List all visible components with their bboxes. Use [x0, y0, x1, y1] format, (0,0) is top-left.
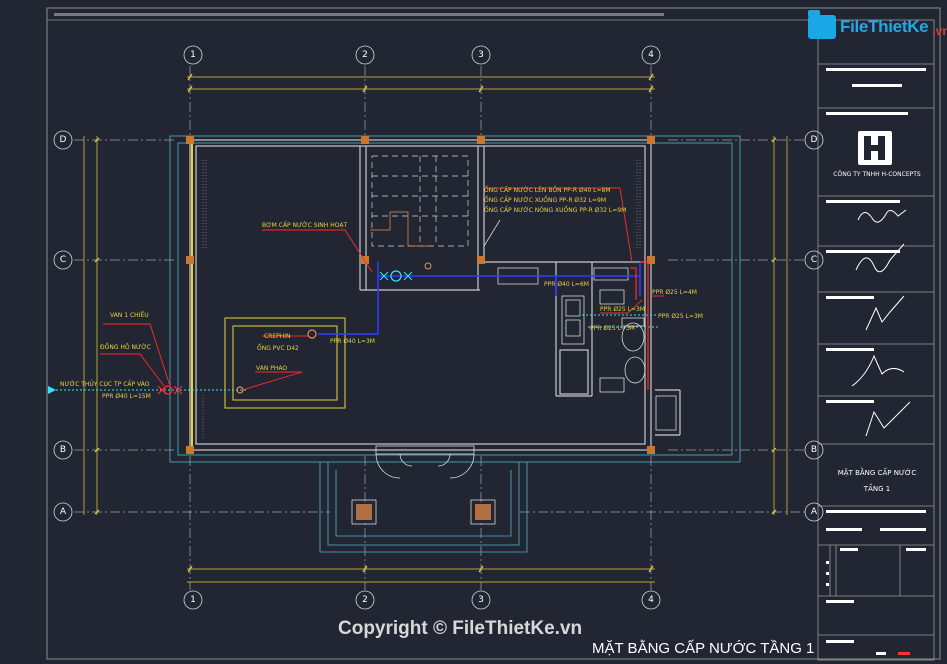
label-pipe-wc2: PPR Ø25 L=3M: [658, 313, 703, 320]
front-doors: [375, 219, 501, 479]
label-supply-in: NƯỚC THỦY CỤC TP CẤP VÀO: [60, 380, 150, 388]
drawing-frame: [46, 7, 941, 660]
axis-col-4-top: 4: [648, 50, 654, 60]
columns: [186, 136, 655, 454]
axis-row-b-left: B: [60, 445, 66, 455]
company-logo: [858, 131, 892, 165]
watermark-tld: .vn: [932, 24, 947, 38]
label-pipe-sink1: PPR Ø25 L=3M: [600, 306, 645, 313]
label-pipe-wc1: PPR Ø25 L=4M: [652, 289, 697, 296]
label-meter: ĐỒNG HỒ NƯỚC: [100, 342, 151, 351]
label-pipe-down-cold: ỐNG CẤP NƯỚC XUỐNG PP-R Ø32 L=9M: [484, 196, 606, 204]
label-pipe-up: ỐNG CẤP NƯỚC LÊN BỒN PP-R Ø40 L=8M: [484, 185, 611, 194]
pump-symbol: [379, 262, 432, 282]
axis-labels: 1 2 3 4 1 2 3 4 D C B A D C B A: [60, 50, 818, 605]
water-pipes: [318, 262, 641, 335]
axis-row-b-right: B: [811, 445, 817, 455]
label-float-valve: VAN PHAO: [256, 365, 287, 372]
sheet-title-line1: MẶT BẰNG CẤP NƯỚC: [837, 469, 917, 477]
dimension-ticks: [94, 73, 777, 573]
axis-bubbles: [53, 45, 824, 610]
axis-row-a-right: A: [811, 507, 818, 517]
label-pipe-kitchen: PPR Ø40 L=6M: [544, 281, 589, 288]
title-block: [817, 19, 935, 661]
title-block-bars: [826, 68, 926, 655]
label-pipe-sink2: PPR Ø25 L=3M: [590, 325, 635, 332]
sheet-title-line2: TẦNG 1: [863, 485, 891, 493]
folder-icon: [808, 10, 836, 39]
stair: [370, 155, 469, 247]
site-outline: [169, 135, 741, 553]
water-tank: [224, 317, 346, 409]
axis-row-d-right: D: [811, 135, 818, 145]
annotations: BƠM CẤP NƯỚC SINH HOẠT ỐNG CẤP NƯỚC LÊN …: [60, 185, 703, 400]
drawing-title: MẶT BẰNG CẤP NƯỚC TẦNG 1: [592, 640, 815, 657]
axis-col-2-bottom: 2: [362, 595, 368, 605]
hot-water-line: [630, 261, 649, 390]
company-name: CÔNG TY TNHH H-CONCEPTS: [833, 171, 921, 178]
label-check-valve: VAN 1 CHIỀU: [110, 311, 149, 319]
grid-lines: [74, 66, 805, 590]
axis-row-a-left: A: [60, 507, 67, 517]
axis-col-3-bottom: 3: [478, 595, 484, 605]
axis-col-3-top: 3: [478, 50, 484, 60]
watermark-logo: FileThietKe .vn: [808, 10, 947, 44]
leader-lines: [100, 187, 664, 391]
axis-col-2-top: 2: [362, 50, 368, 60]
label-pipe-down-hot: ỐNG CẤP NƯỚC NÓNG XUỐNG PP-R Ø32 L=9M: [484, 206, 626, 214]
signatures: [851, 209, 911, 437]
fixtures: [497, 267, 677, 431]
wall-hatch: [202, 160, 641, 440]
label-supply-pipe: PPR Ø40 L=15M: [102, 393, 151, 400]
axis-col-1-bottom: 1: [190, 595, 196, 605]
axis-col-1-top: 1: [190, 50, 196, 60]
axis-col-4-bottom: 4: [648, 595, 654, 605]
supply-line: [52, 314, 658, 391]
meter-symbol: [157, 329, 317, 395]
axis-row-d-left: D: [60, 135, 67, 145]
dimension-lines: [83, 76, 788, 583]
label-strainer: CREPHIN: [264, 333, 291, 340]
header-note: [54, 13, 664, 16]
axis-row-c-right: C: [811, 255, 817, 265]
watermark-brand: FileThietKe: [840, 17, 929, 36]
axis-row-c-left: C: [60, 255, 66, 265]
label-pvc: ỐNG PVC D42: [257, 344, 299, 352]
label-pump: BƠM CẤP NƯỚC SINH HOẠT: [262, 221, 348, 229]
copyright-text: Copyright © FileThietKe.vn: [338, 618, 583, 639]
label-pipe-tank: PPR Ø40 L=3M: [330, 338, 375, 345]
planters: [351, 499, 496, 525]
walls: [189, 139, 681, 451]
supply-arrow: [48, 386, 56, 394]
